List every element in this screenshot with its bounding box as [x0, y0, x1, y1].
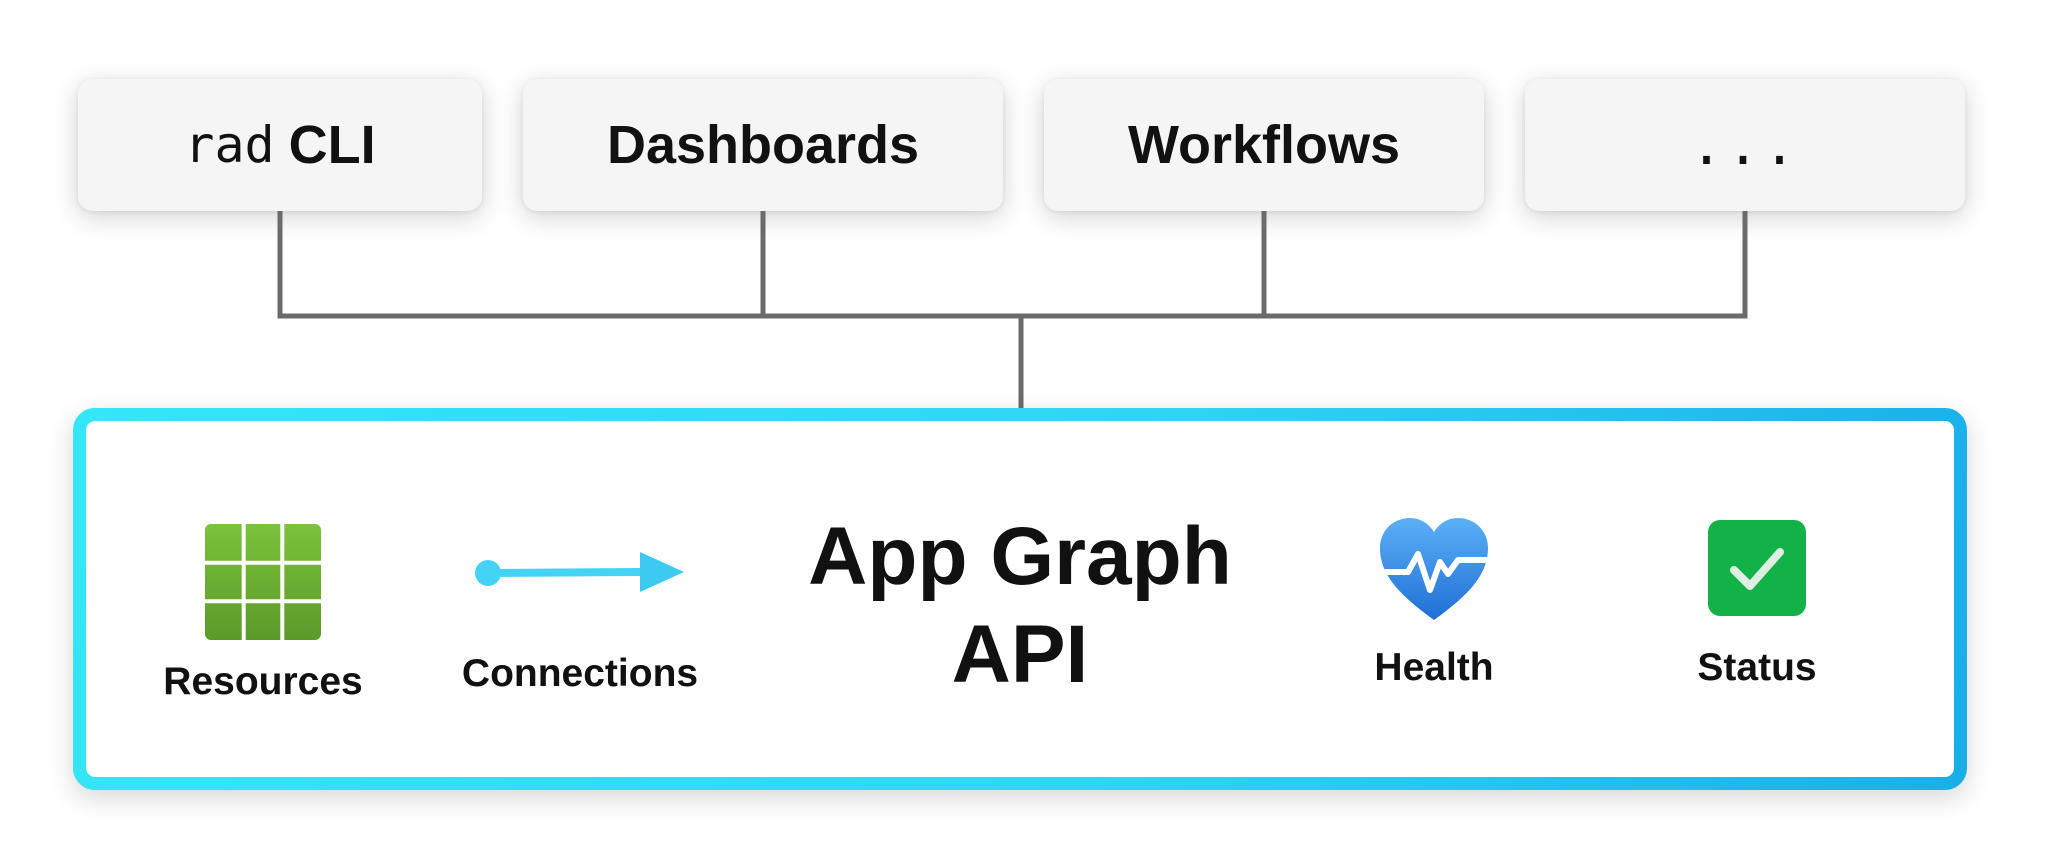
grid-icon — [205, 524, 321, 640]
checkmark-icon — [1708, 520, 1806, 616]
feature-connections: Connections — [462, 550, 698, 700]
api-title: App Graph API — [760, 508, 1280, 704]
feature-status: Status — [1697, 520, 1817, 700]
health-label: Health — [1374, 646, 1494, 689]
resources-label: Resources — [163, 660, 363, 703]
client-rad-cli: rad CLI — [78, 79, 482, 211]
feature-resources: Resources — [163, 524, 363, 704]
status-label: Status — [1697, 646, 1817, 689]
client-more-label: ... — [1690, 113, 1800, 177]
connections-label: Connections — [461, 652, 699, 695]
client-dashboards-label: Dashboards — [606, 115, 920, 175]
client-rad-label: CLI — [288, 115, 376, 175]
api-title-line2: API — [951, 609, 1089, 700]
client-workflows: Workflows — [1044, 79, 1484, 211]
feature-health: Health — [1374, 516, 1494, 696]
client-more: ... — [1525, 79, 1965, 211]
client-rad-prefix: rad — [184, 116, 275, 174]
api-title-line1: App Graph — [808, 511, 1232, 602]
connection-arrow-icon — [475, 552, 684, 592]
client-workflows-label: Workflows — [1127, 115, 1401, 175]
app-graph-api-panel — [73, 408, 1967, 790]
heart-pulse-icon — [1380, 518, 1491, 620]
client-dashboards: Dashboards — [523, 79, 1003, 211]
